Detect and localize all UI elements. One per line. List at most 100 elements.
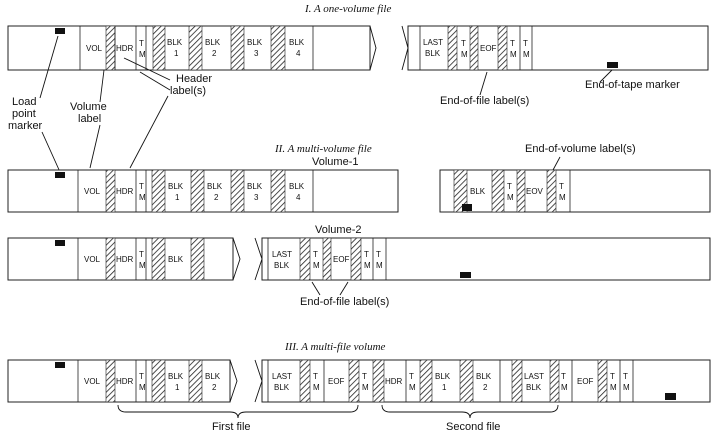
svg-text:T: T — [364, 250, 369, 259]
svg-text:M: M — [313, 383, 320, 392]
svg-text:BLK: BLK — [274, 261, 290, 270]
svg-text:point: point — [12, 108, 36, 120]
volume-label-text: Volume — [70, 101, 107, 113]
svg-text:VOL: VOL — [84, 255, 101, 264]
tape-multi-file: VOL HDR T M BLK 1 BLK 2 LAST BLK T M EOF… — [7, 359, 711, 403]
svg-text:2: 2 — [214, 193, 219, 202]
svg-text:M: M — [561, 383, 568, 392]
svg-text:M: M — [364, 261, 371, 270]
svg-text:BLK: BLK — [526, 383, 542, 392]
volume-1-label: Volume-1 — [312, 156, 358, 168]
end-of-tape-marker — [607, 62, 618, 68]
svg-text:M: M — [409, 383, 416, 392]
first-file-label: First file — [212, 421, 251, 433]
svg-text:M: M — [139, 383, 146, 392]
svg-text:M: M — [139, 193, 146, 202]
vol-cell: VOL — [86, 44, 103, 53]
file-braces — [117, 404, 559, 419]
tape-mark-hatch — [105, 25, 116, 71]
svg-text:1: 1 — [175, 383, 180, 392]
svg-text:T: T — [362, 372, 367, 381]
svg-text:marker: marker — [8, 120, 43, 132]
svg-text:T: T — [510, 39, 515, 48]
svg-text:M: M — [507, 193, 514, 202]
svg-text:T: T — [523, 39, 528, 48]
svg-text:label(s): label(s) — [170, 85, 206, 97]
svg-text:BLK: BLK — [435, 372, 451, 381]
svg-text:BLK: BLK — [247, 38, 263, 47]
svg-text:BLK: BLK — [168, 372, 184, 381]
svg-text:LAST: LAST — [272, 372, 292, 381]
tape-volume-2: VOL HDR T M BLK LAST BLK T M EOF T M T M — [7, 237, 711, 281]
svg-text:T: T — [623, 372, 628, 381]
end-of-file-label-text: End-of-file label(s) — [440, 95, 529, 107]
svg-text:M: M — [610, 383, 617, 392]
svg-text:T: T — [409, 372, 414, 381]
svg-text:T: T — [139, 250, 144, 259]
load-point-label-1: Load — [12, 96, 36, 108]
svg-text:LAST: LAST — [423, 38, 443, 47]
blk-cell: BLK — [167, 38, 183, 47]
svg-text:T: T — [507, 182, 512, 191]
svg-text:T: T — [559, 182, 564, 191]
tm-t: T — [139, 39, 144, 48]
svg-text:T: T — [461, 39, 466, 48]
svg-text:BLK: BLK — [476, 372, 492, 381]
svg-text:BLK: BLK — [205, 38, 221, 47]
volume-2-label: Volume-2 — [315, 224, 361, 236]
section-three-title: III. A multi-file volume — [284, 341, 386, 353]
svg-text:T: T — [376, 250, 381, 259]
section-two-title: II. A multi-volume file — [274, 143, 372, 155]
svg-text:M: M — [362, 383, 369, 392]
svg-text:BLK: BLK — [168, 255, 184, 264]
end-of-volume-label-text: End-of-volume label(s) — [525, 143, 636, 155]
svg-text:EOF: EOF — [577, 377, 594, 386]
svg-text:M: M — [376, 261, 383, 270]
svg-text:1: 1 — [174, 49, 179, 58]
svg-text:3: 3 — [254, 49, 259, 58]
svg-text:EOF: EOF — [333, 255, 350, 264]
load-point-marker — [55, 28, 65, 34]
svg-text:T: T — [313, 372, 318, 381]
svg-text:BLK: BLK — [247, 182, 263, 191]
svg-text:M: M — [523, 50, 530, 59]
second-file-label: Second file — [446, 421, 500, 433]
svg-text:BLK: BLK — [470, 187, 486, 196]
svg-text:VOL: VOL — [84, 377, 101, 386]
svg-text:1: 1 — [175, 193, 180, 202]
svg-text:3: 3 — [254, 193, 259, 202]
svg-text:M: M — [313, 261, 320, 270]
svg-text:label: label — [78, 113, 101, 125]
svg-text:VOL: VOL — [84, 187, 101, 196]
svg-text:HDR: HDR — [116, 377, 134, 386]
svg-text:BLK: BLK — [207, 182, 223, 191]
svg-text:BLK: BLK — [274, 383, 290, 392]
svg-text:4: 4 — [296, 193, 301, 202]
svg-text:T: T — [139, 372, 144, 381]
svg-text:T: T — [313, 250, 318, 259]
svg-text:M: M — [461, 50, 468, 59]
svg-text:M: M — [510, 50, 517, 59]
svg-text:BLK: BLK — [168, 182, 184, 191]
annotation-arrows — [39, 35, 613, 173]
svg-text:T: T — [610, 372, 615, 381]
header-label-text: Header — [176, 73, 212, 85]
svg-text:2: 2 — [212, 49, 217, 58]
end-of-tape-label-text: End-of-tape marker — [585, 79, 680, 91]
tm-m: M — [139, 50, 146, 59]
svg-text:4: 4 — [296, 49, 301, 58]
end-of-file-label-2-text: End-of-file label(s) — [300, 296, 389, 308]
svg-text:HDR: HDR — [116, 187, 134, 196]
svg-text:HDR: HDR — [116, 255, 134, 264]
svg-text:T: T — [139, 182, 144, 191]
svg-text:2: 2 — [483, 383, 488, 392]
tape-volume-1: VOL HDR T M BLK 1 BLK 2 BLK 3 BLK 4 BLK … — [7, 169, 711, 213]
svg-text:2: 2 — [212, 383, 217, 392]
svg-text:T: T — [561, 372, 566, 381]
svg-text:BLK: BLK — [289, 182, 305, 191]
section-one-title: I. A one-volume file — [304, 3, 391, 15]
svg-text:EOV: EOV — [526, 187, 544, 196]
svg-text:LAST: LAST — [524, 372, 544, 381]
svg-text:BLK: BLK — [425, 49, 441, 58]
